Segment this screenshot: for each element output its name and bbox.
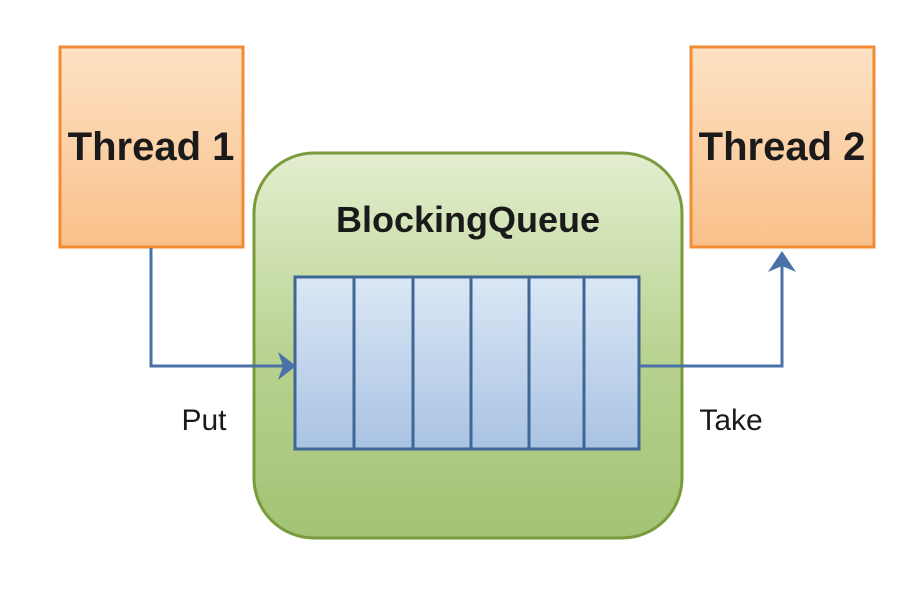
thread-2-box [689,45,876,249]
blocking-queue-title: BlockingQueue [336,199,600,240]
put-arrow-head [278,352,296,380]
put-label: Put [181,404,227,437]
queue-slot [352,275,415,451]
put-arrow: Put [149,248,296,437]
queue-slot [527,275,586,451]
thread-1-node: Thread 1 [58,45,245,249]
take-arrow-head [768,251,796,272]
thread-1-label: Thread 1 [68,125,235,169]
queue-slot [469,275,531,451]
thread-2-label: Thread 2 [699,125,866,169]
queue-slot [582,275,641,451]
queue-slots [293,275,641,451]
take-label: Take [699,404,762,437]
put-arrow-line [149,248,283,368]
blocking-queue-node: BlockingQueue [252,151,684,540]
queue-slot [293,275,356,451]
thread-2-node: Thread 2 [689,45,876,249]
thread-1-box [58,45,245,249]
queue-slot [411,275,473,451]
take-arrow: Take [640,251,796,437]
take-arrow-line [640,265,784,368]
